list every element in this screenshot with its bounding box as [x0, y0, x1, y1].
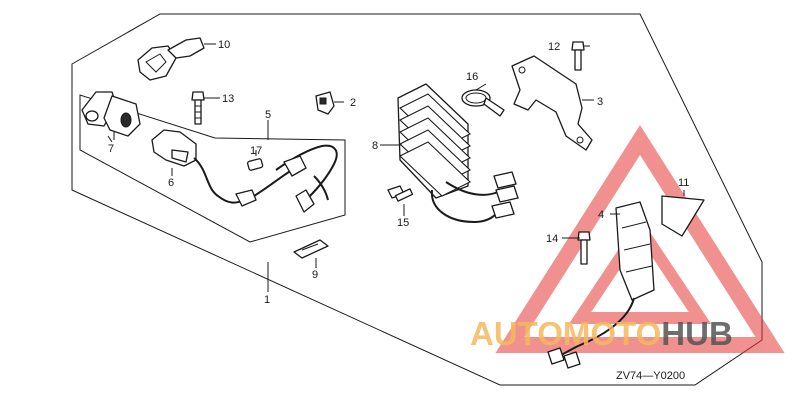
callout-10: 10	[218, 39, 230, 51]
leader-lines	[107, 43, 685, 292]
callout-14: 14	[546, 233, 558, 245]
callout-labels: 1 2 3 4 5 6 7 8 9 10 11 12 13 14 15 16 1…	[108, 39, 689, 306]
callout-12: 12	[548, 41, 560, 53]
callout-9: 9	[312, 269, 318, 281]
part-5-wire-harness	[275, 144, 338, 213]
part-7-socket	[81, 91, 141, 140]
callout-11: 11	[678, 177, 689, 189]
callout-15: 15	[397, 217, 409, 229]
subkit-outline	[79, 94, 346, 243]
watermark-text-b: HUB	[661, 315, 733, 352]
watermark-triangle-outer	[495, 125, 785, 353]
part-13-bolt	[191, 91, 205, 125]
callout-4: 4	[598, 209, 604, 221]
callout-8: 8	[372, 140, 378, 152]
part-3-bracket	[511, 55, 593, 151]
part-6-outlet-harness	[151, 129, 293, 207]
callout-2: 2	[350, 97, 356, 109]
callout-3: 3	[597, 96, 603, 108]
callout-1: 1	[264, 294, 270, 306]
part-11-sheet	[661, 195, 705, 237]
callout-5: 5	[265, 109, 271, 121]
watermark-text: AUTOMOTOHUB	[470, 315, 733, 352]
part-4-sensor	[547, 201, 655, 369]
callout-13: 13	[222, 93, 234, 105]
callout-6: 6	[168, 177, 174, 189]
part-15-bolt	[387, 185, 414, 202]
part-14-bolt	[577, 231, 591, 265]
watermark-text-a: AUTOMOTO	[470, 315, 661, 352]
diagram-code: ZV74—Y0200	[616, 370, 685, 382]
callout-17: 17	[250, 145, 262, 157]
part-10-rubber-cap	[137, 37, 212, 81]
callout-16: 16	[466, 71, 478, 83]
part-9-label	[293, 239, 329, 259]
part-12-bolt	[571, 41, 585, 71]
part-16-clamp	[461, 89, 505, 117]
callout-7: 7	[108, 143, 114, 155]
part-2-clip	[315, 91, 335, 115]
watermark-logo	[495, 125, 785, 353]
watermark-triangle-inner	[568, 217, 712, 324]
part-8-regulator	[397, 83, 519, 224]
part-17-fuse	[247, 158, 264, 171]
